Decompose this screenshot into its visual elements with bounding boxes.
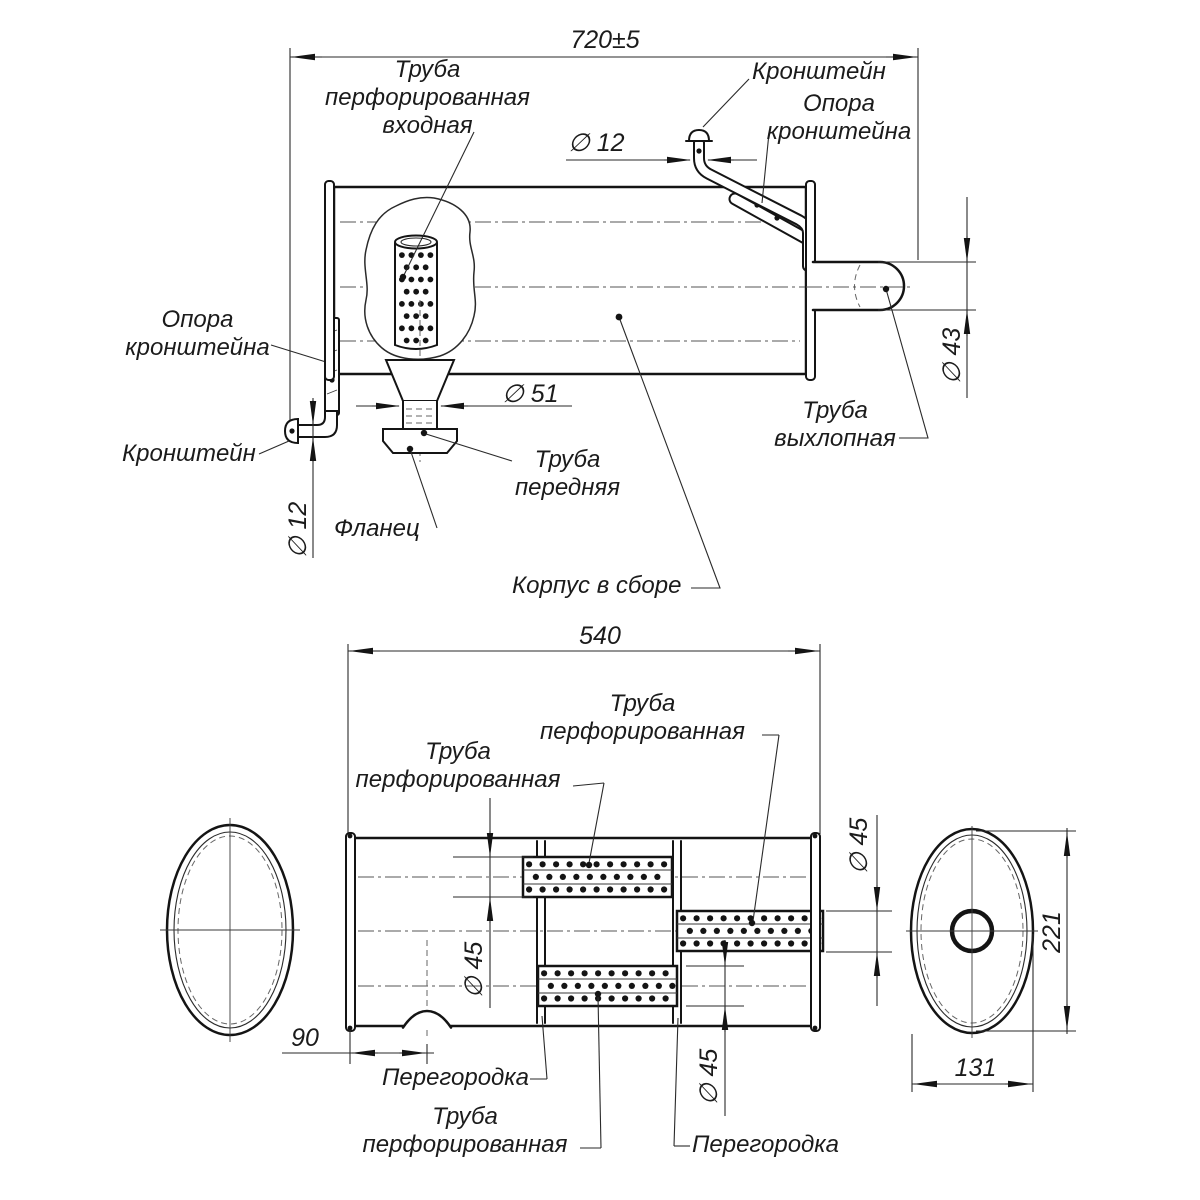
dim-bracket-rod-left: ∅ 12	[284, 501, 312, 559]
label-flange: Фланец	[334, 515, 420, 542]
label-bracket-support-left: Опора кронштейна	[125, 306, 270, 361]
dim-overall-length: 720±5	[570, 26, 640, 54]
label-bracket-right: Кронштейн	[752, 58, 886, 85]
dim-perf-tube-mid: ∅ 45	[845, 817, 873, 875]
dim-body-height: 221	[1038, 911, 1066, 953]
label-exhaust-pipe: Труба выхлопная	[774, 397, 896, 452]
dim-front-pipe-diameter: ∅ 51	[502, 380, 559, 408]
label-perforated-tube-left: Труба перфорированная	[355, 738, 561, 793]
label-baffle-right: Перегородка	[692, 1131, 839, 1158]
dim-bracket-rod-right: ∅ 12	[568, 129, 625, 157]
label-perforated-tube-bottom: Труба перфорированная	[362, 1103, 568, 1158]
dim-exhaust-pipe-diameter: ∅ 43	[938, 327, 966, 385]
label-front-pipe: Труба передняя	[514, 446, 621, 501]
label-body-assembly: Корпус в сборе	[512, 572, 682, 599]
dim-body-length: 540	[579, 622, 621, 650]
dim-perf-tube-bottom: ∅ 45	[695, 1048, 723, 1106]
bottom-view-drawing	[160, 644, 1076, 1149]
label-baffle-left: Перегородка	[382, 1064, 529, 1091]
dim-perf-tube-top: ∅ 45	[460, 941, 488, 999]
label-inlet-perforated-tube: Труба перфорированная входная	[325, 56, 530, 139]
label-bracket-support-right: Опора кронштейна	[766, 90, 912, 145]
label-perforated-tube-right: Труба перфорированная	[540, 690, 745, 745]
dim-body-width: 131	[954, 1054, 997, 1082]
dim-inlet-offset: 90	[291, 1024, 319, 1052]
label-bracket-left: Кронштейн	[122, 440, 256, 467]
side-view-drawing	[258, 48, 976, 589]
